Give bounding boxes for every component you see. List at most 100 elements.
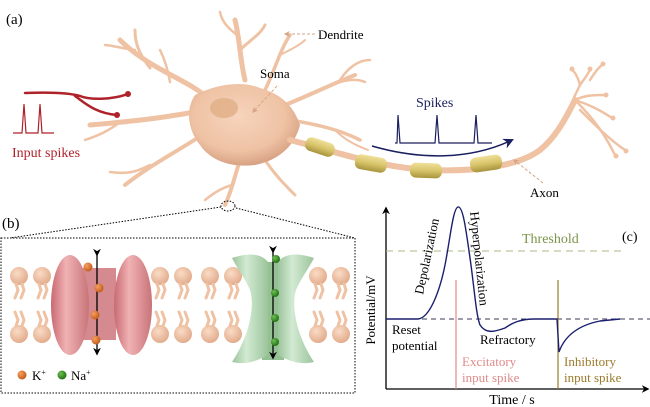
dendrites bbox=[83, 10, 372, 207]
lipid-head bbox=[151, 267, 169, 285]
lipid-tail bbox=[233, 310, 240, 328]
axon-pointer bbox=[513, 159, 544, 184]
output-spikes-trace bbox=[395, 114, 492, 144]
input-spikes-label: Input spikes bbox=[12, 146, 80, 161]
input-terminal-1 bbox=[125, 91, 131, 97]
excitatory-label-line2: input spike bbox=[462, 370, 520, 385]
zoom-line-left bbox=[9, 206, 222, 239]
lipid-tail bbox=[227, 310, 234, 328]
lipid-tail bbox=[42, 282, 49, 300]
lipid-head bbox=[224, 267, 242, 285]
lipid-head bbox=[33, 325, 51, 343]
lipid-bilayer bbox=[10, 267, 350, 343]
lipid-tail bbox=[154, 282, 161, 300]
lipid-tail bbox=[204, 310, 211, 328]
input-axon bbox=[23, 91, 130, 117]
axon-shaft bbox=[287, 97, 578, 174]
lipid-head bbox=[174, 325, 192, 343]
excitatory-label-line1: Excitatory bbox=[462, 354, 517, 369]
axon-terminals bbox=[563, 63, 627, 157]
lipid-tail bbox=[160, 310, 167, 328]
zoom-region-marker bbox=[220, 200, 236, 212]
depolarization-label: Depolarization bbox=[411, 216, 442, 295]
soma-pointer bbox=[252, 85, 278, 113]
lipid-head bbox=[309, 267, 327, 285]
input-terminal-2 bbox=[114, 112, 120, 118]
na-ions bbox=[271, 255, 280, 346]
panel-a: (a) bbox=[6, 10, 629, 212]
panel-b: (b) bbox=[0, 206, 356, 394]
lipid-head bbox=[33, 267, 51, 285]
reset-label-line2: potential bbox=[392, 338, 438, 353]
lipid-tail bbox=[335, 282, 342, 300]
panel-c: Potential/mV Time / s (c) Threshold Depo… bbox=[363, 206, 650, 407]
lipid-head bbox=[201, 267, 219, 285]
lipid-tail bbox=[210, 282, 217, 300]
lipid-tail bbox=[312, 310, 319, 328]
propagation-arrow bbox=[371, 138, 514, 157]
lipid-tail bbox=[312, 282, 319, 300]
terminal-bulbs bbox=[569, 61, 629, 159]
input-spikes-trace bbox=[13, 103, 54, 134]
panel-b-frame bbox=[0, 237, 356, 394]
k-label: K+ bbox=[32, 368, 46, 383]
lipid-tail bbox=[13, 282, 20, 300]
ion-legend: K+ Na+ bbox=[17, 368, 91, 383]
lipid-head bbox=[10, 325, 28, 343]
lipid-tail bbox=[341, 310, 348, 328]
dendrite-label: Dendrite bbox=[318, 27, 364, 42]
lipid-tail bbox=[210, 310, 217, 328]
lipid-head bbox=[309, 325, 327, 343]
soma-label: Soma bbox=[260, 66, 290, 81]
soma-body bbox=[188, 84, 300, 166]
lipid-tail bbox=[227, 282, 234, 300]
panel-a-tag: (a) bbox=[6, 12, 23, 28]
lipid-tail bbox=[318, 310, 325, 328]
lipid-tail bbox=[318, 282, 325, 300]
axon-label: Axon bbox=[530, 185, 559, 200]
lipid-tail bbox=[183, 282, 190, 300]
spikes-label: Spikes bbox=[416, 96, 453, 111]
lipid-tail bbox=[13, 310, 20, 328]
lipid-head bbox=[151, 325, 169, 343]
panel-c-tag: (c) bbox=[622, 230, 638, 245]
myelin-sheaths bbox=[305, 137, 503, 179]
na-ion-icon bbox=[57, 370, 67, 380]
lipid-head bbox=[224, 325, 242, 343]
lipid-head bbox=[174, 267, 192, 285]
lipid-tail bbox=[36, 282, 43, 300]
panel-b-tag: (b) bbox=[2, 216, 20, 232]
x-axis-label: Time / s bbox=[489, 393, 534, 407]
lipid-tail bbox=[204, 282, 211, 300]
lipid-tail bbox=[36, 310, 43, 328]
y-axis-label: Potential/mV bbox=[363, 275, 378, 345]
lipid-tail bbox=[42, 310, 49, 328]
lipid-tail bbox=[335, 310, 342, 328]
lipid-tail bbox=[233, 282, 240, 300]
lipid-tail bbox=[160, 282, 167, 300]
lipid-tail bbox=[177, 282, 184, 300]
lipid-tail bbox=[19, 282, 26, 300]
potassium-channel bbox=[51, 255, 152, 355]
lipid-head bbox=[201, 325, 219, 343]
lipid-tail bbox=[341, 282, 348, 300]
lipid-head bbox=[332, 325, 350, 343]
lipid-tail bbox=[19, 310, 26, 328]
membrane-potential-curve bbox=[386, 206, 621, 353]
lipid-tail bbox=[177, 310, 184, 328]
inhibitory-label-line1: Inhibitory bbox=[564, 354, 616, 369]
lipid-head bbox=[332, 267, 350, 285]
inhibitory-label-line2: input spike bbox=[564, 370, 622, 385]
k-ion-icon bbox=[17, 370, 27, 380]
threshold-label: Threshold bbox=[522, 232, 579, 247]
reset-label-line1: Reset bbox=[392, 322, 421, 337]
lipid-tail bbox=[154, 310, 161, 328]
lipid-tail bbox=[183, 310, 190, 328]
nucleus bbox=[210, 98, 238, 118]
lipid-head bbox=[10, 267, 28, 285]
zoom-line-right bbox=[235, 207, 356, 239]
k-ions bbox=[83, 262, 104, 345]
na-label: Na+ bbox=[71, 368, 91, 383]
refractory-label: Refractory bbox=[480, 332, 536, 347]
